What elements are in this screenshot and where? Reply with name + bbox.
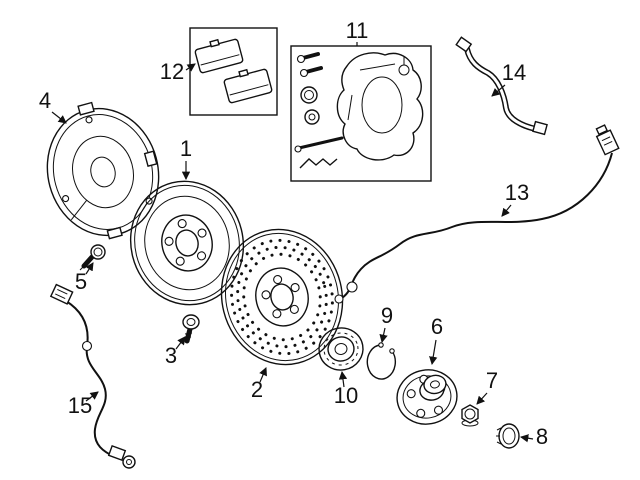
- callout-6: 6: [431, 314, 443, 339]
- part-abs-wire-long: [334, 124, 620, 304]
- callout-5-arrow: [85, 262, 94, 275]
- callout-14-arrow: [491, 84, 506, 97]
- part-splash-shield: [46, 101, 160, 240]
- callout-11: 11: [346, 18, 369, 43]
- callout-4: 4: [39, 88, 51, 113]
- part-dust-cap: [496, 423, 520, 449]
- callout-9: 9: [381, 303, 393, 328]
- part-screw-3: [182, 314, 200, 344]
- part-caliper-box: [290, 45, 432, 182]
- callout-2: 2: [251, 377, 263, 402]
- part-brake-hose: [455, 36, 548, 136]
- callout-8-arrow: [519, 434, 534, 443]
- callout-14: 14: [502, 60, 526, 85]
- part-wheel-hub: [396, 369, 458, 425]
- callout-2-arrow: [259, 367, 267, 383]
- callout-10-arrow: [338, 370, 348, 388]
- part-snap-ring: [366, 342, 396, 380]
- part-brake-disc-plain: [129, 180, 245, 306]
- callout-8: 8: [536, 424, 548, 449]
- part-abs-wire-short: [49, 283, 136, 469]
- callout-3-arrow: [175, 336, 186, 350]
- callout-7-arrow: [476, 392, 488, 405]
- callout-15-arrow: [85, 391, 99, 402]
- callout-5: 5: [75, 269, 87, 294]
- callouts: 1 2 3 4 5 6 7 8 9 10 11 12 13 14 15: [39, 18, 548, 449]
- part-brake-pads-box: [189, 27, 278, 116]
- callout-13-arrow: [501, 204, 512, 217]
- callout-6-arrow: [429, 339, 438, 366]
- callout-9-arrow: [379, 327, 388, 344]
- callout-4-arrow: [51, 111, 67, 124]
- callout-12: 12: [160, 59, 184, 84]
- part-wheel-bearing: [318, 327, 364, 371]
- callout-3: 3: [165, 343, 177, 368]
- part-bolt-5: [79, 244, 106, 271]
- callout-10: 10: [334, 383, 358, 408]
- part-axle-nut: [461, 404, 479, 427]
- callout-13: 13: [505, 180, 529, 205]
- callout-15: 15: [68, 393, 92, 418]
- callout-12-arrow: [185, 63, 196, 72]
- part-brake-disc-drilled: [220, 228, 344, 366]
- callout-7: 7: [486, 368, 498, 393]
- callout-1: 1: [180, 136, 192, 161]
